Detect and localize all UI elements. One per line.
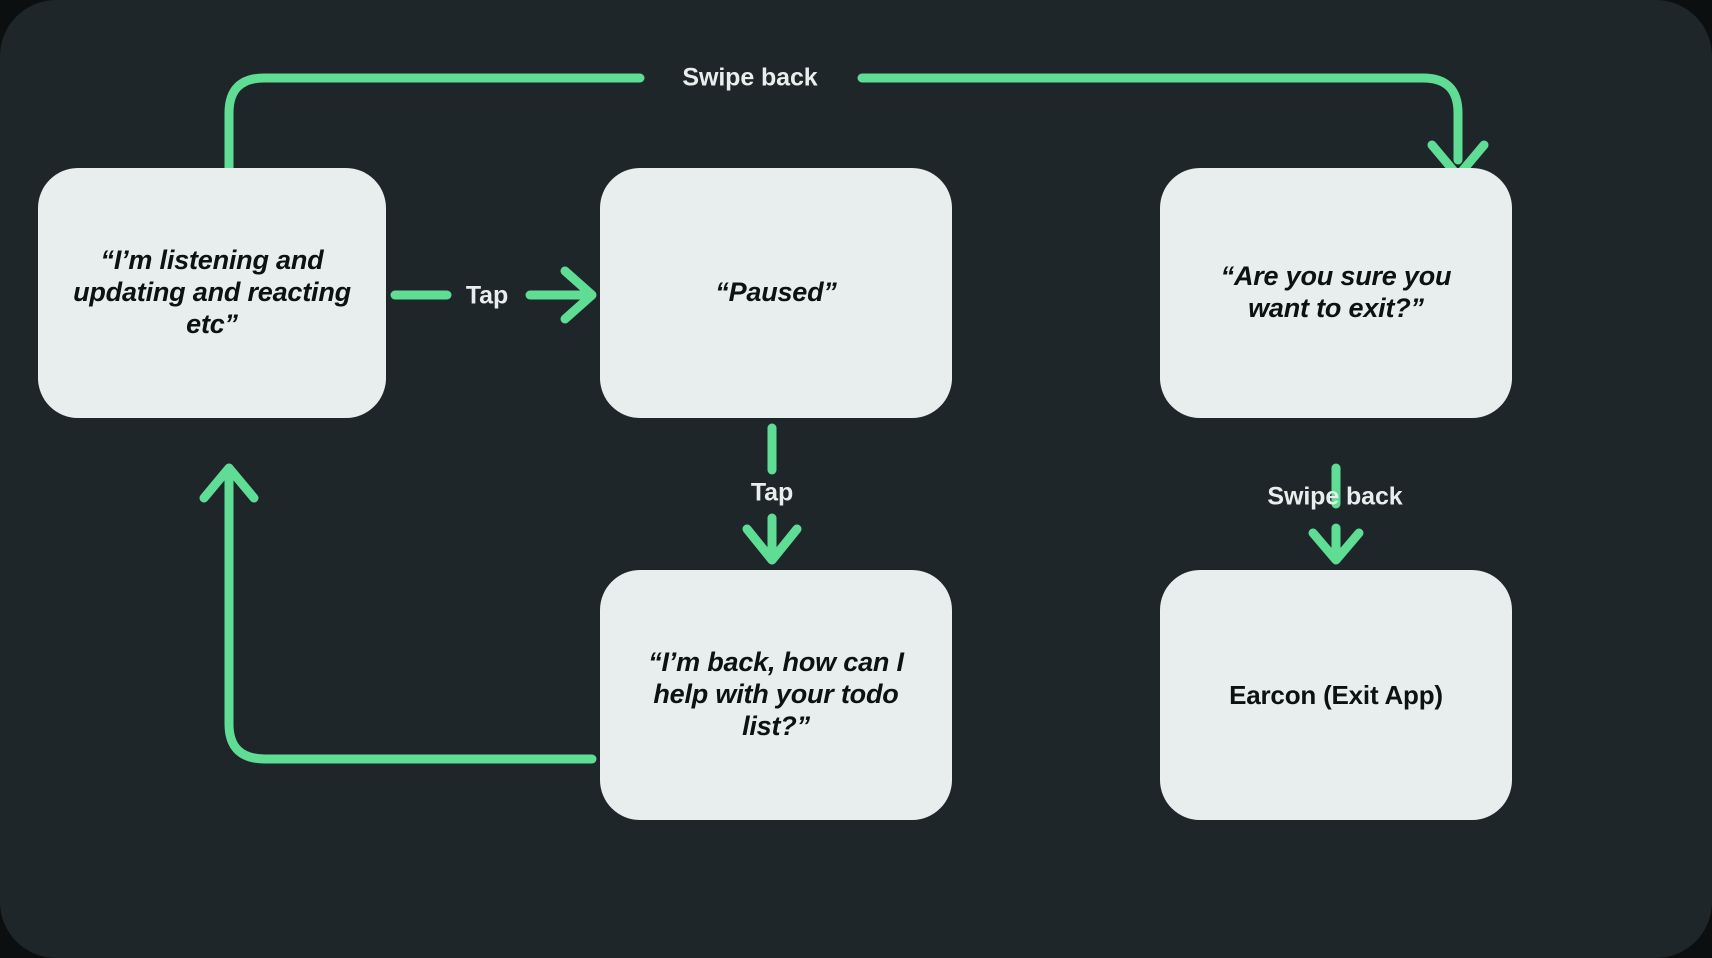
edge-label-tap-horizontal: Tap [465,281,509,310]
node-back-label: “I’m back, how can I help with your todo… [648,647,904,741]
node-back[interactable]: “I’m back, how can I help with your todo… [600,570,952,820]
node-paused[interactable]: “Paused” [600,168,952,418]
edge-label-tap-vertical: Tap [750,478,794,507]
node-confirm-exit-label: “Are you sure you want to exit?” [1220,261,1452,323]
edge-listening-to-confirm-left-segment [224,73,645,177]
node-earcon[interactable]: Earcon (Exit App) [1160,570,1512,820]
node-paused-label: “Paused” [715,277,837,308]
node-listening-label: “I’m listening and updating and reacting… [73,245,351,339]
edge-listening-to-paused-arrowhead [560,266,597,324]
node-listening[interactable]: “I’m listening and updating and reacting… [38,168,386,418]
edge-label-swipe-back-right: Swipe back [1267,482,1403,511]
edge-back-to-listening-path [224,469,597,764]
node-earcon-label: Earcon (Exit App) [1229,679,1443,710]
node-confirm-exit[interactable]: “Are you sure you want to exit?” [1160,168,1512,418]
edge-label-swipe-back-top: Swipe back [682,63,818,92]
edge-confirm-to-earcon-arrowhead [1308,528,1364,565]
edge-back-to-listening-arrowhead [199,463,259,503]
edge-paused-to-back-arrowhead [742,524,802,565]
edge-listening-to-confirm-right-segment [857,73,1463,165]
